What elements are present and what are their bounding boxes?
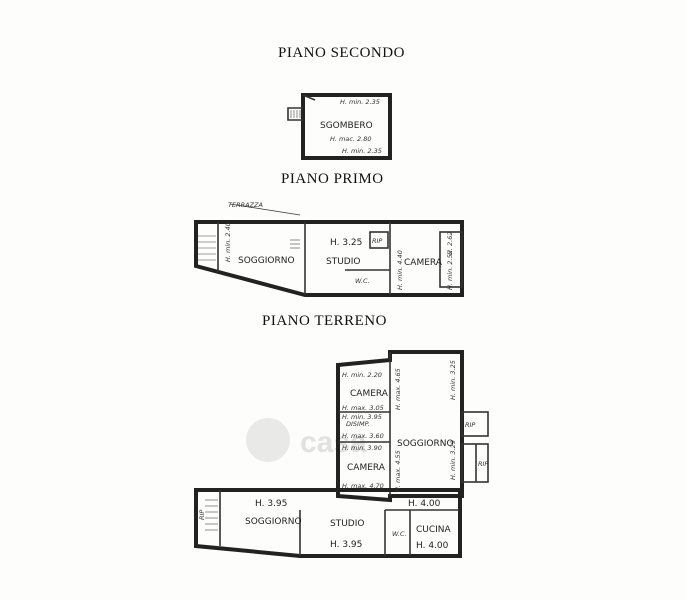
- wall-sgombero: [301, 93, 392, 160]
- title-piano-secondo: PIANO SECONDO: [278, 45, 405, 61]
- height-soggiorno-right-min2: H. min. 3.29: [449, 440, 457, 480]
- height-camera-primo-min: H. min. 2.52: [446, 250, 454, 290]
- watermark-logo-icon: [246, 418, 290, 462]
- room-soggiorno-primo: SOGGIORNO: [238, 256, 295, 266]
- height-camera-top-min: H. min. 2.20: [342, 371, 382, 379]
- room-soggiorno-terreno-left: SOGGIORNO: [245, 517, 302, 527]
- height-studio-terreno: H. 3.95: [330, 540, 362, 550]
- height-camera-mid-min: H. min. 3.90: [342, 444, 382, 452]
- height-camera-primo-min-left: H. min. 4.40: [396, 250, 404, 290]
- room-sgombero: SGOMBERO: [320, 121, 373, 131]
- height-disimp-min: H. min. 3.95: [342, 413, 382, 421]
- title-piano-terreno: PIANO TERRENO: [262, 313, 387, 329]
- room-rip-terreno-3: RIP: [198, 510, 206, 520]
- height-studio-primo: H. 3.25: [330, 238, 362, 248]
- room-disimp: DISIMP.: [346, 420, 370, 428]
- room-cucina: CUCINA: [416, 525, 452, 535]
- room-rip-terreno-1: RIP: [465, 421, 475, 429]
- room-studio-primo: STUDIO: [326, 257, 360, 267]
- room-soggiorno-terreno-right: SOGGIORNO: [397, 439, 454, 449]
- room-rip-primo: RIP: [372, 237, 382, 245]
- height-h400: H. 4.00: [408, 499, 441, 509]
- room-wc-terreno: W.C.: [392, 530, 407, 538]
- room-wc-primo: W.C.: [355, 277, 370, 285]
- height-cucina: H. 4.00: [416, 541, 449, 551]
- plan-piano-primo: TERRAZZA SOGGIORNO STUDIO CAMERA W.C. RI…: [194, 201, 464, 297]
- label-terrazza: TERRAZZA: [228, 201, 263, 209]
- height-soggiorno-primo-min: H. min. 2.40: [224, 222, 232, 262]
- height-soggiorno-left: H. 3.95: [255, 499, 287, 509]
- room-studio-terreno: STUDIO: [330, 519, 364, 529]
- height-sgombero-max: H. mac. 2.80: [330, 135, 372, 143]
- height-disimp-max: H. max. 3.60: [342, 432, 384, 440]
- plan-piano-secondo: SGOMBERO H. min. 2.35 H. mac. 2.80 H. mi…: [287, 93, 392, 160]
- plan-piano-terreno: CAMERA DISIMP. CAMERA SOGGIORNO RIP RIP …: [194, 350, 489, 558]
- height-soggiorno-right-max: H. max. 4.65: [394, 368, 402, 410]
- height-camera-primo-max: H. 2.62: [446, 232, 454, 256]
- height-sgombero-min-top: H. min. 2.35: [340, 98, 380, 106]
- height-soggiorno-right-min: H. min. 3.25: [449, 360, 457, 400]
- height-camera-mid-max: H. max. 4.70: [342, 482, 384, 490]
- height-camera-top-max: H. max. 3.05: [342, 404, 384, 412]
- wall-piano-primo: [194, 220, 464, 297]
- room-camera-terreno-top: CAMERA: [350, 389, 389, 399]
- stair-sgombero: [287, 107, 303, 121]
- height-soggiorno-right-max2: H. max. 4.55: [394, 450, 402, 492]
- room-camera-primo: CAMERA: [404, 258, 443, 268]
- title-piano-primo: PIANO PRIMO: [281, 171, 384, 187]
- room-rip-terreno-2: RIP: [478, 460, 488, 468]
- height-sgombero-min-bottom: H. min. 2.35: [342, 147, 382, 155]
- room-camera-terreno-mid: CAMERA: [347, 463, 386, 473]
- wall-terreno-lower: [194, 488, 462, 558]
